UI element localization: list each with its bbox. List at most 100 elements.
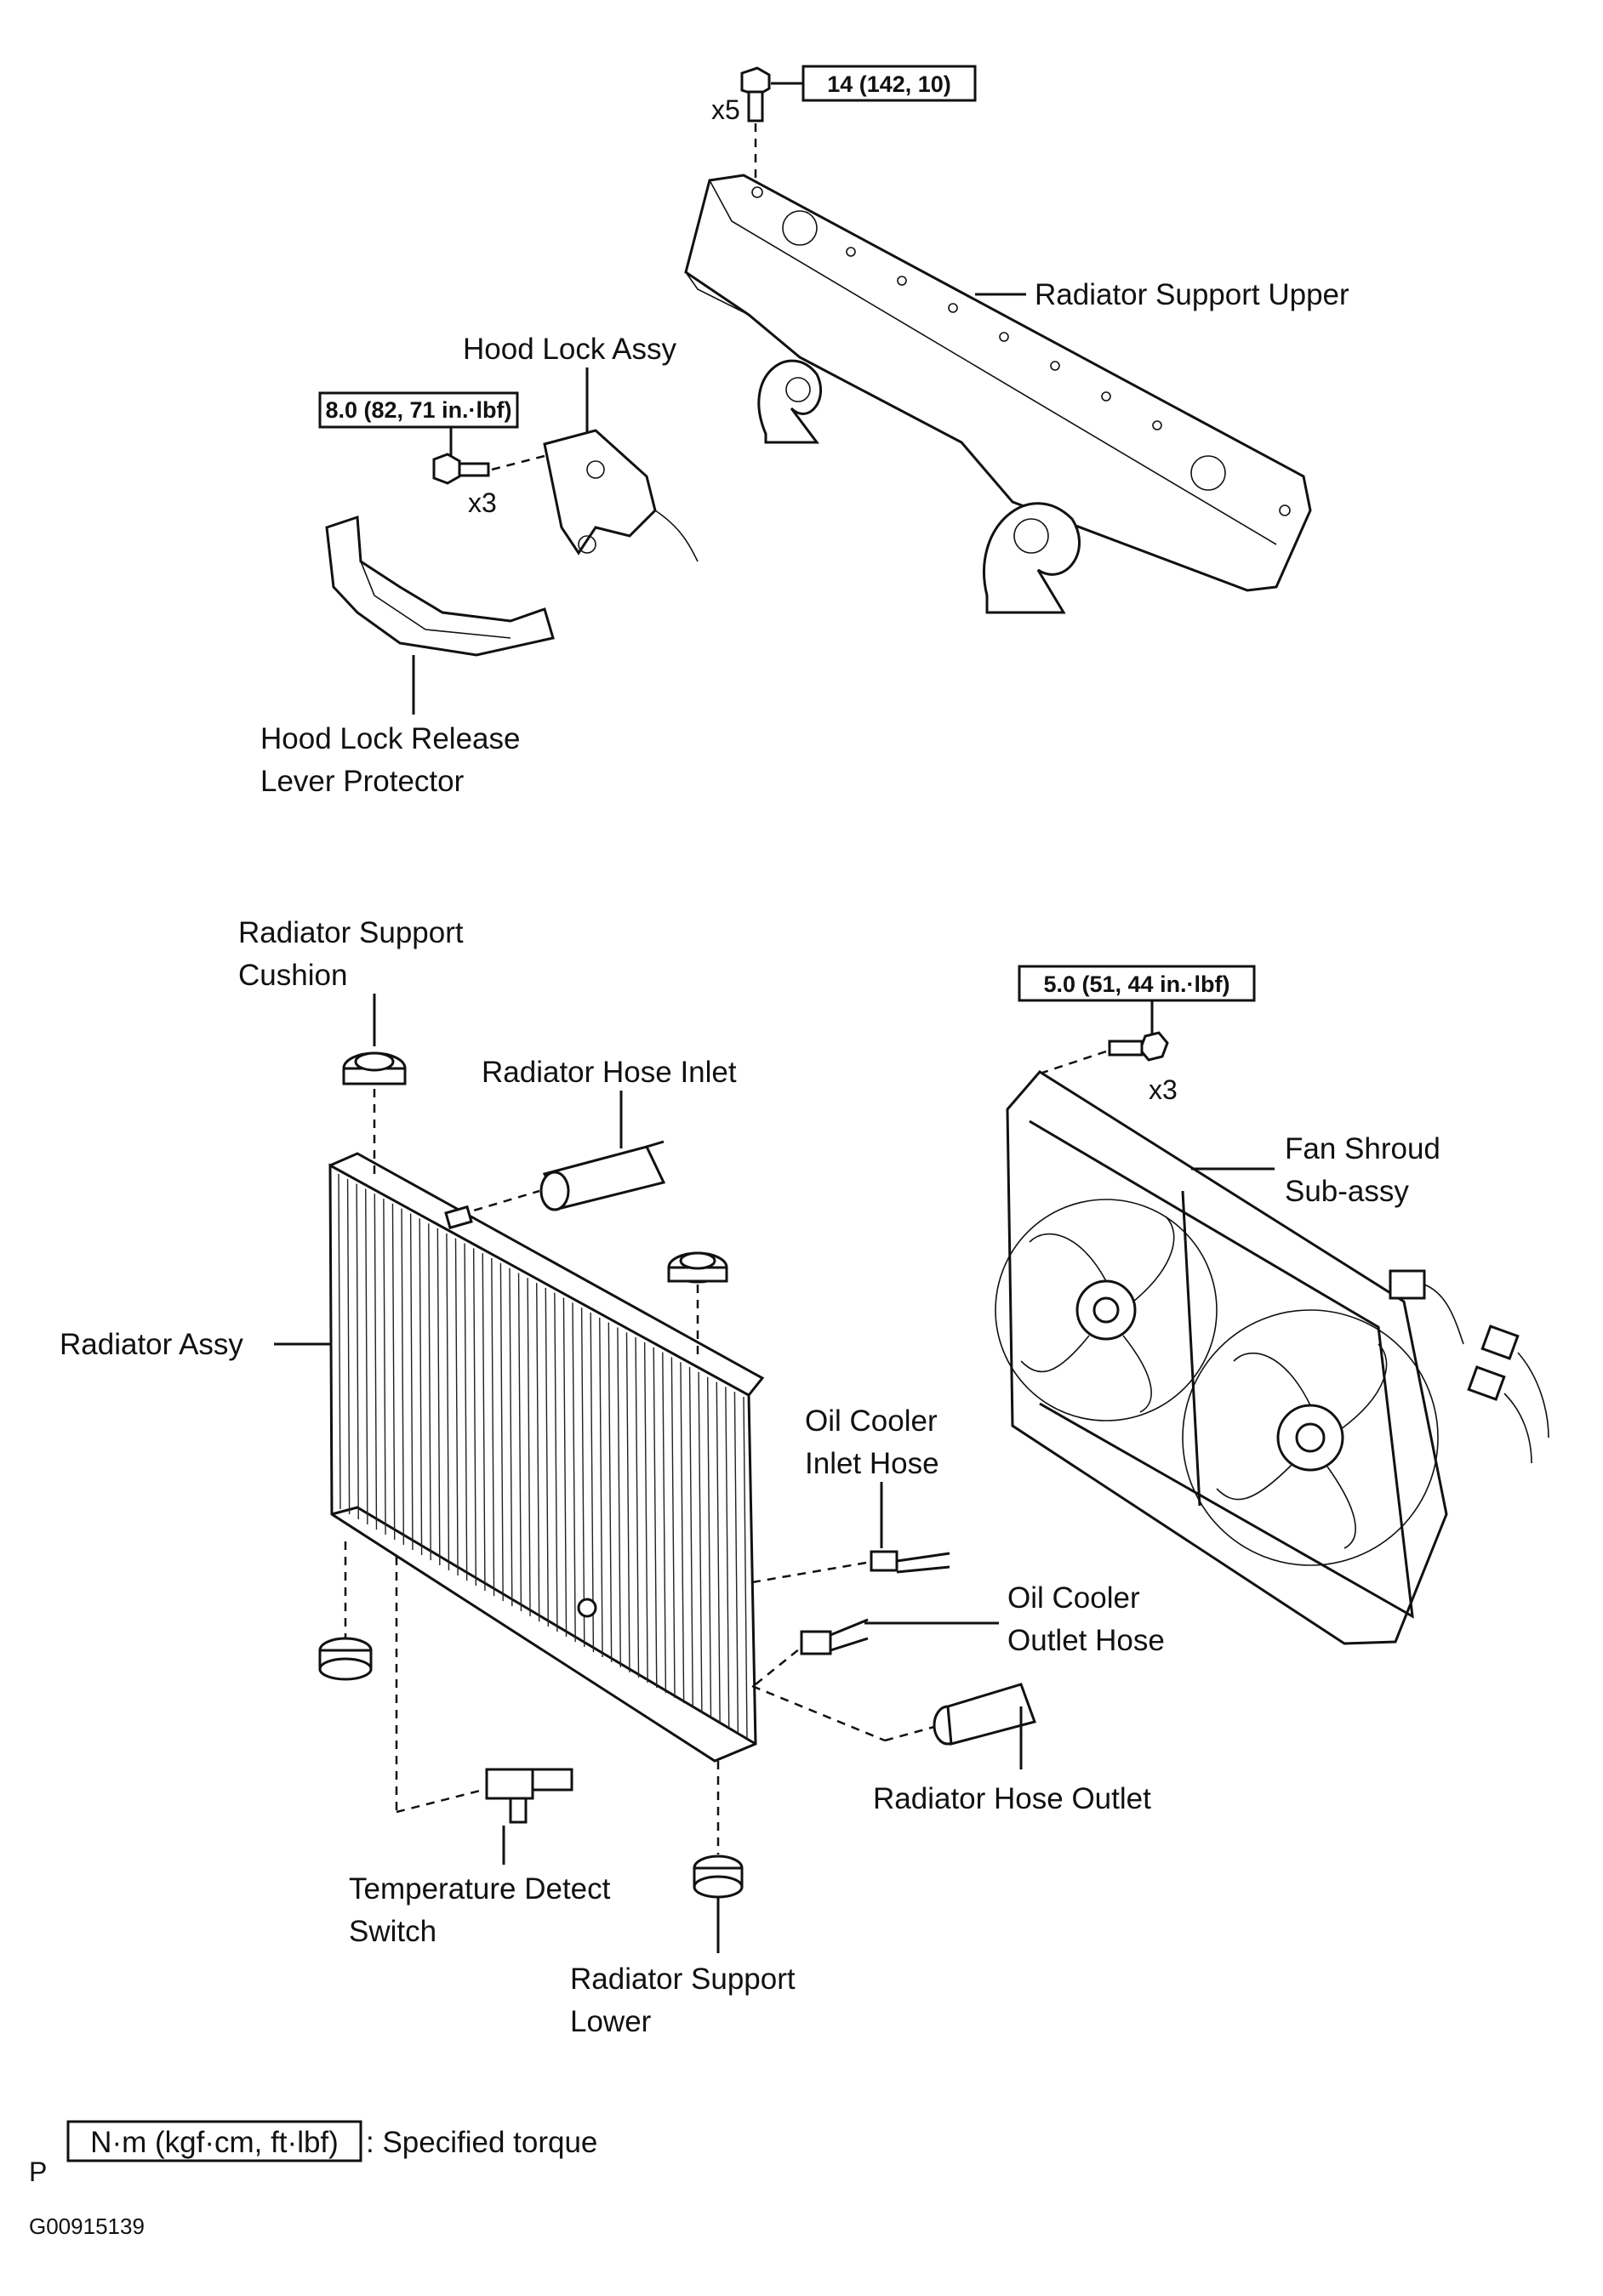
radiator-fin-line: [527, 1278, 531, 1617]
radiator-fin-line: [643, 1342, 648, 1684]
label-oil-cooler-outlet-1: Oil Cooler: [1007, 1581, 1140, 1615]
torque-callout-hood-lock: 8.0 (82, 71 in.·lbf): [318, 391, 519, 429]
support-cushion-upper-right: [667, 1251, 728, 1284]
label-fan-shroud-1: Fan Shroud: [1285, 1132, 1440, 1165]
torque-hood-lock: 8.0 (82, 71 in.·lbf): [325, 397, 511, 423]
radiator-fin-line: [454, 1238, 459, 1576]
radiator-fin-line: [599, 1317, 603, 1658]
legend-prefix: P: [29, 2156, 47, 2187]
radiator-fin-line: [554, 1292, 558, 1632]
radiator-assy-part: [328, 1152, 765, 1763]
horn-left-part: [757, 359, 822, 444]
torque-support-upper: 14 (142, 10): [827, 71, 951, 97]
label-radiator-support-lower-2: Lower: [570, 2005, 652, 2038]
oil-cooler-inlet-hose-part: [870, 1550, 950, 1574]
radiator-fin-line: [706, 1376, 712, 1719]
label-temp-switch-2: Switch: [349, 1915, 436, 1948]
figure-id: G00915139: [29, 2213, 145, 2239]
radiator-fin-line: [401, 1208, 405, 1546]
label-temp-switch-1: Temperature Detect: [349, 1872, 611, 1906]
radiator-fin-line: [428, 1223, 431, 1561]
radiator-fin-line: [688, 1367, 693, 1709]
oil-cooler-outlet-hose-part: [800, 1618, 869, 1655]
radiator-fin-line: [346, 1178, 351, 1515]
bolt-icon: [432, 453, 490, 485]
label-radiator-support-upper: Radiator Support Upper: [1035, 278, 1349, 311]
radiator-fin-line: [482, 1253, 486, 1592]
radiator-fins: [338, 1173, 748, 1740]
radiator-fin-line: [662, 1352, 667, 1694]
radiator-fin-line: [409, 1213, 414, 1551]
temperature-detect-switch-part: [485, 1768, 573, 1824]
radiator-fin-line: [733, 1392, 739, 1735]
radiator-fin-line: [725, 1387, 730, 1729]
radiator-fin-line: [590, 1313, 595, 1653]
label-oil-cooler-inlet-1: Oil Cooler: [805, 1404, 938, 1438]
radiator-fin-line: [499, 1262, 504, 1602]
radiator-fin-line: [517, 1273, 522, 1612]
label-hood-lock-release-1: Hood Lock Release: [260, 722, 520, 755]
radiator-fin-line: [617, 1327, 621, 1668]
legend-description: : Specified torque: [366, 2126, 597, 2159]
radiator-fin-line: [419, 1218, 423, 1556]
label-hood-lock-release-2: Lever Protector: [260, 765, 465, 798]
radiator-fin-line: [374, 1194, 378, 1530]
label-radiator-support-cushion-1: Radiator Support: [238, 916, 464, 949]
radiator-fin-line: [491, 1257, 495, 1597]
qty-fan-shroud: x3: [1149, 1074, 1178, 1105]
radiator-fin-line: [365, 1188, 368, 1525]
torque-callout-fan-shroud: 5.0 (51, 44 in.·lbf): [1018, 965, 1256, 1002]
hood-lock-release-lever-protector-part: [325, 515, 555, 657]
radiator-fin-line: [436, 1228, 441, 1566]
fan-connectors-part: [1467, 1325, 1549, 1464]
label-hood-lock-assy: Hood Lock Assy: [463, 333, 676, 366]
legend-unit: N·m (kgf·cm, ft·lbf): [90, 2126, 339, 2159]
support-cushion-upper-left: [342, 1051, 407, 1085]
radiator-fin-line: [391, 1203, 396, 1541]
radiator-fin-line: [536, 1283, 540, 1622]
torque-fan-shroud: 5.0 (51, 44 in.·lbf): [1043, 971, 1229, 997]
qty-hood-lock: x3: [468, 487, 497, 518]
fan-shroud-sub-assy-part: [995, 1070, 1464, 1645]
radiator-fin-line: [356, 1183, 359, 1520]
hood-lock-assy-part: [543, 429, 699, 562]
radiator-fin-line: [680, 1362, 685, 1704]
support-cushion-lower-left: [318, 1637, 373, 1681]
radiator-fin-line: [572, 1302, 576, 1643]
label-fan-shroud-2: Sub-assy: [1285, 1175, 1409, 1208]
radiator-fin-line: [383, 1199, 386, 1535]
radiator-hose-outlet-part: [933, 1683, 1036, 1746]
radiator-fin-line: [625, 1332, 630, 1673]
fan-left: [995, 1199, 1218, 1421]
radiator-fin-line: [464, 1243, 468, 1581]
torque-callout-support-upper: 14 (142, 10): [802, 65, 977, 102]
bolt-icon: [740, 66, 803, 122]
radiator-support-upper-part: [684, 174, 1312, 592]
label-oil-cooler-inlet-2: Inlet Hose: [805, 1447, 939, 1480]
radiator-fin-line: [509, 1268, 513, 1607]
torque-legend: N·m (kgf·cm, ft·lbf) : Specified torque …: [29, 2120, 597, 2187]
label-radiator-support-lower-1: Radiator Support: [570, 1963, 796, 1996]
radiator-fin-line: [608, 1322, 613, 1663]
radiator-fin-line: [562, 1297, 568, 1638]
label-radiator-hose-inlet: Radiator Hose Inlet: [482, 1056, 737, 1089]
radiator-fin-line: [446, 1233, 450, 1571]
radiator-fin-line: [635, 1337, 640, 1678]
radiator-fin-line: [472, 1248, 477, 1587]
label-radiator-assy: Radiator Assy: [60, 1328, 243, 1361]
radiator-hose-inlet-part: [539, 1140, 666, 1211]
radiator-fin-line: [743, 1396, 748, 1740]
radiator-fin-line: [545, 1287, 550, 1627]
radiator-fin-line: [580, 1308, 585, 1648]
radiator-fin-line: [338, 1173, 341, 1510]
bolt-icon: [1108, 1031, 1169, 1062]
radiator-fin-line: [670, 1357, 676, 1699]
support-cushion-lower-right: [693, 1854, 744, 1899]
label-oil-cooler-outlet-2: Outlet Hose: [1007, 1624, 1165, 1657]
fan-right: [1182, 1309, 1439, 1566]
label-radiator-hose-outlet: Radiator Hose Outlet: [873, 1782, 1151, 1815]
radiator-fin-line: [716, 1382, 721, 1724]
radiator-fin-line: [653, 1347, 658, 1689]
radiator-fin-line: [698, 1371, 703, 1714]
